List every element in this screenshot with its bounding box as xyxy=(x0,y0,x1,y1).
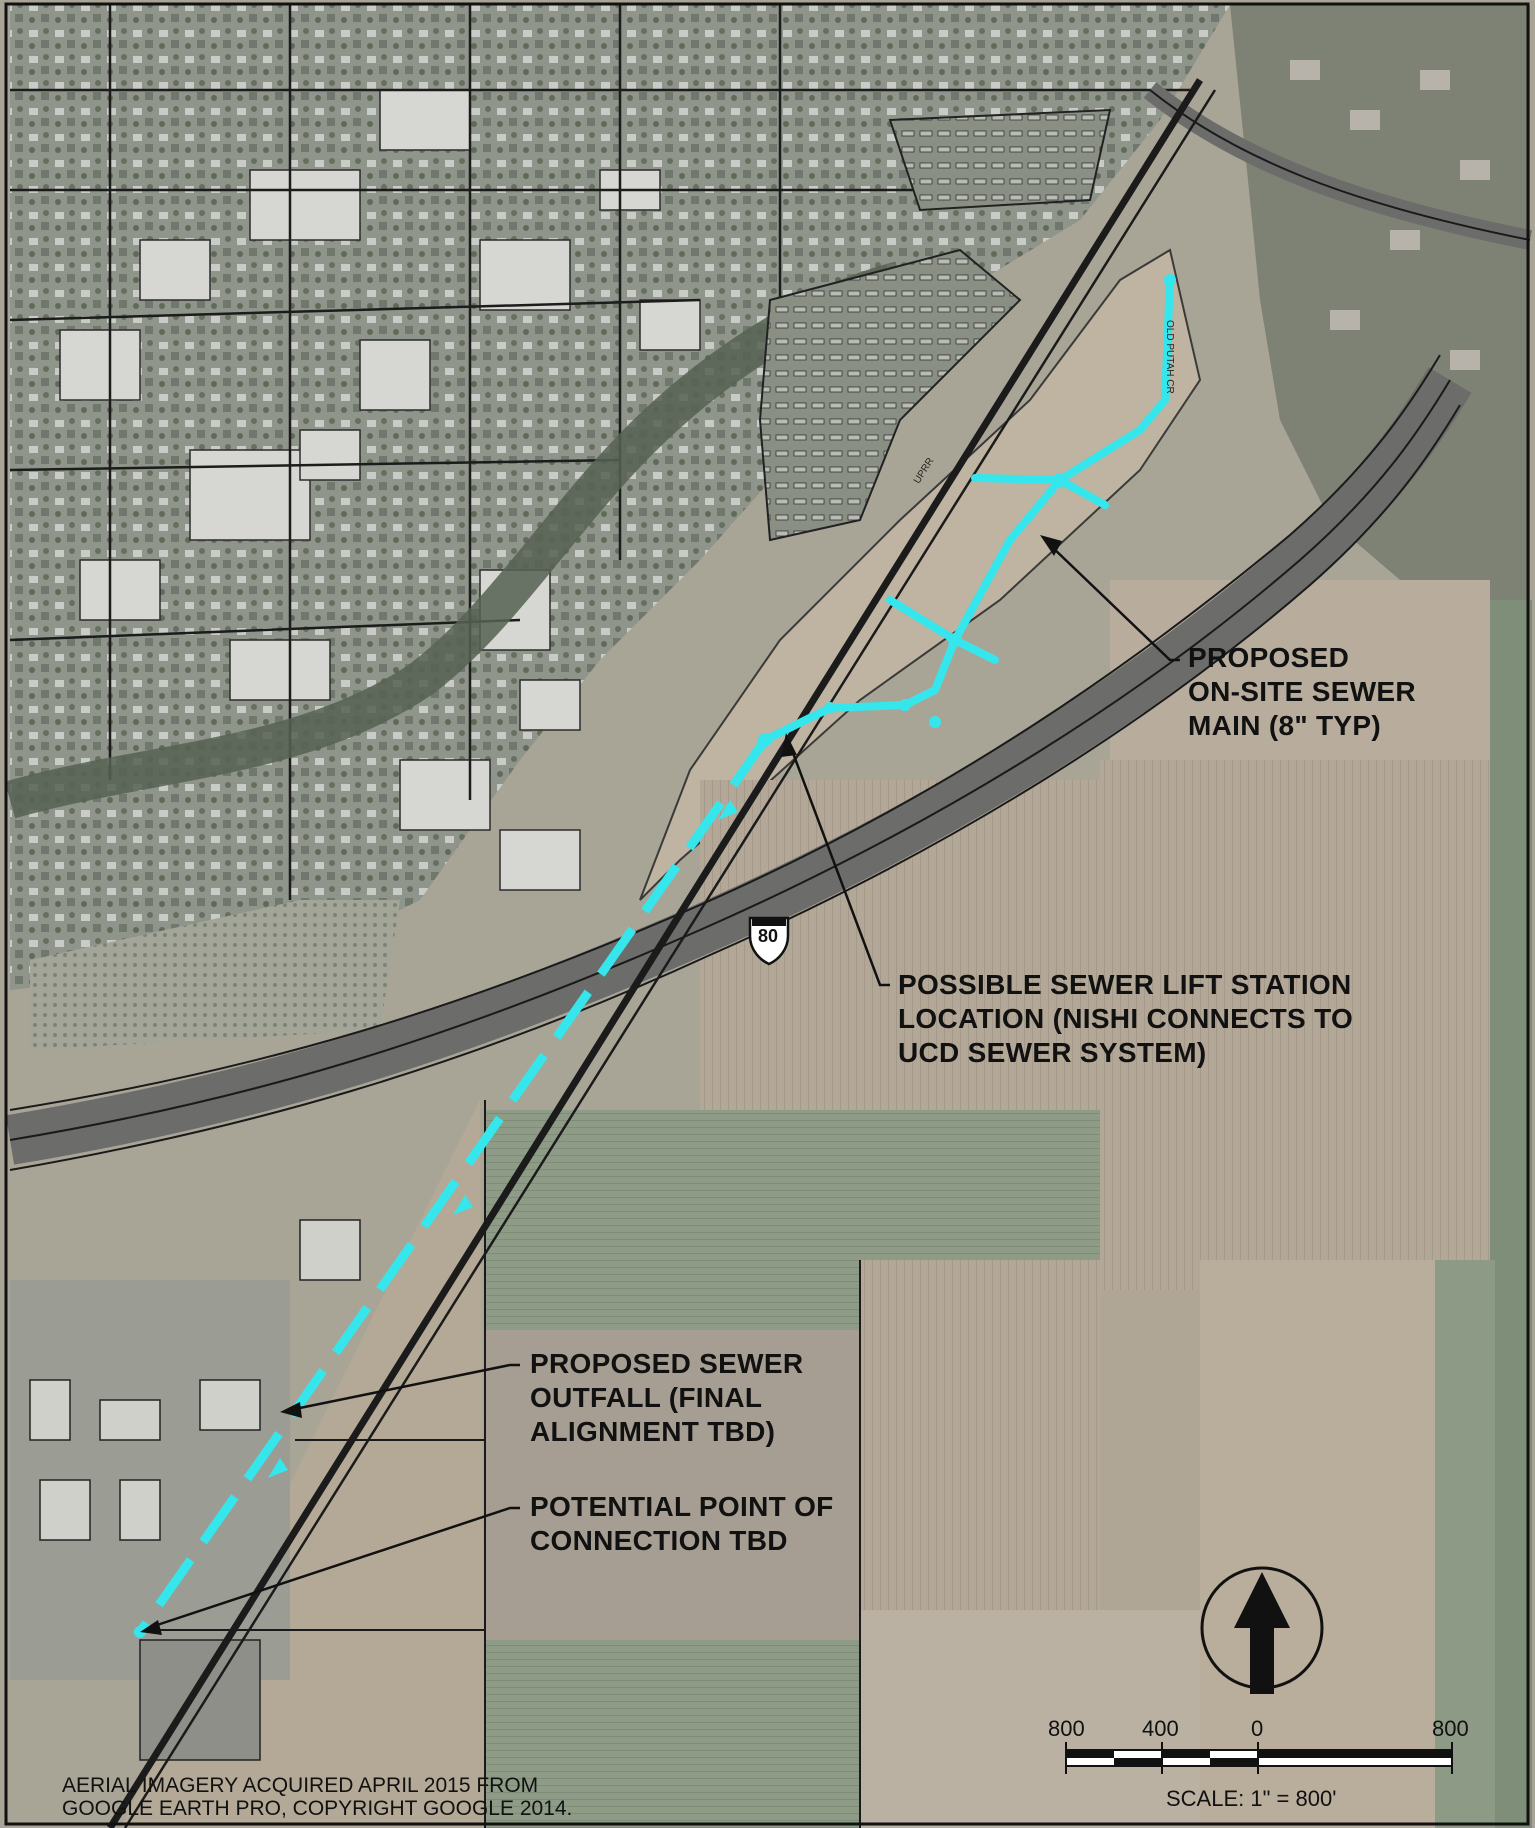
callout-lift-station: POSSIBLE SEWER LIFT STATION LOCATION (NI… xyxy=(898,969,1354,1068)
field-boundaries xyxy=(150,1100,861,1828)
callout-onsite-sewer-main: PROPOSED ON-SITE SEWER MAIN (8" TYP) xyxy=(1188,642,1416,741)
railroad-rail-2 xyxy=(123,89,1217,1828)
scale-caption: SCALE: 1" = 800' xyxy=(1166,1786,1337,1811)
leader-lines xyxy=(147,544,1180,1630)
leader-arrowheads xyxy=(140,535,1062,1635)
scale-tick-800-right: 800 xyxy=(1432,1716,1469,1741)
callout-sewer-outfall: PROPOSED SEWER OUTFALL (FINAL ALIGNMENT … xyxy=(530,1348,804,1447)
field-10 xyxy=(485,1640,860,1828)
student-housing xyxy=(758,248,1022,542)
i80-centerline xyxy=(9,379,1451,1141)
i80-shield-icon xyxy=(748,916,790,966)
scale-tick-800-left: 800 xyxy=(1048,1716,1085,1741)
callout-connection-point: POTENTIAL POINT OF CONNECTION TBD xyxy=(530,1491,834,1556)
scale-bar xyxy=(1065,1742,1453,1774)
arboretum-creek xyxy=(4,261,905,819)
old-putah-road-label: OLD PUTAH CR xyxy=(1164,320,1175,394)
field-12 xyxy=(1100,1290,1200,1610)
imagery-credit-line-2: GOOGLE EARTH PRO, COPYRIGHT GOOGLE 2014. xyxy=(62,1797,573,1820)
imagery-credit-line-1: AERIAL IMAGERY ACQUIRED APRIL 2015 FROM xyxy=(62,1774,539,1797)
railroad xyxy=(107,78,1203,1828)
onsite-sewer-main xyxy=(761,276,1174,744)
field-11 xyxy=(860,1610,1200,1828)
field-7 xyxy=(1200,1260,1435,1828)
housing-north xyxy=(888,108,1112,212)
facility-buildings xyxy=(29,1219,361,1541)
field-2 xyxy=(1100,760,1490,1260)
field-8 xyxy=(1435,1260,1495,1828)
ne-ramp-line xyxy=(1149,89,1531,241)
i80-north-edge xyxy=(9,354,1441,1111)
north-arrow-icon xyxy=(1200,1566,1324,1694)
map-frame xyxy=(4,2,1530,1826)
flow-arrows xyxy=(268,800,738,1478)
i80-south-edge xyxy=(9,404,1461,1171)
campus-streets xyxy=(9,5,1190,900)
scale-tick-400: 400 xyxy=(1142,1716,1179,1741)
proposed-outfall-line xyxy=(136,737,769,1635)
field-4 xyxy=(1490,600,1532,1828)
southern-lot xyxy=(139,1639,261,1761)
scale-tick-0: 0 xyxy=(1251,1716,1264,1741)
field-9 xyxy=(485,1330,860,1640)
residential-northeast xyxy=(1230,5,1530,620)
i80-shield-label: 80 xyxy=(758,926,779,946)
orchard xyxy=(30,900,400,1050)
sewer-manholes xyxy=(758,274,1176,747)
